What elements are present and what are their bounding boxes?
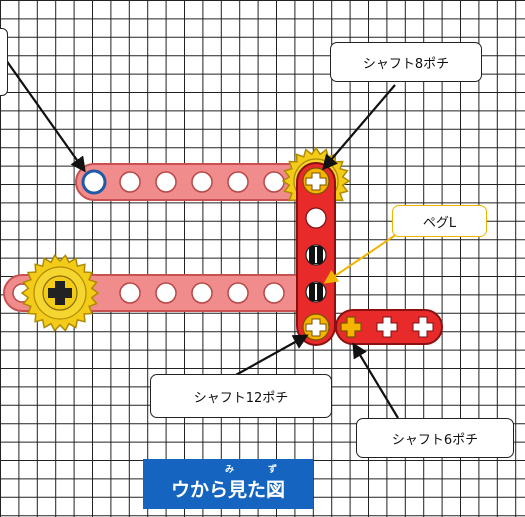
axle-cross-icon	[412, 316, 434, 338]
view-title-banner: み ず ウから見た図	[143, 459, 313, 509]
axle-cross-icon	[376, 316, 398, 338]
axle-cross-icon	[305, 318, 327, 337]
view-title: ウから見た図	[170, 478, 285, 501]
red-horizontal-beam	[335, 309, 443, 345]
ruby-zu: ず	[268, 465, 278, 475]
axle-cross-icon	[340, 316, 362, 338]
label-shaft12: シャフト12ポチ	[150, 374, 332, 418]
red-vertical-beam	[296, 162, 336, 346]
axle-cross-icon	[305, 172, 327, 191]
arrow-peg-l	[323, 231, 401, 284]
label-shaft8: シャフト8ポチ	[330, 42, 482, 82]
ruby-mi: み	[225, 465, 235, 475]
label-peg-l: ペグL	[392, 205, 487, 237]
blue-peg-hole	[81, 169, 107, 195]
axle-cross-icon	[48, 281, 72, 305]
label-shaft6: シャフト6ポチ	[356, 418, 514, 458]
left-bush-gear	[20, 254, 100, 332]
arrow-shaft12	[233, 334, 309, 377]
arrow-shaft6	[352, 342, 399, 419]
arrow-shaft8	[321, 84, 396, 171]
arrow-to-blue-peg	[5, 59, 86, 173]
offscreen-callout-edge	[0, 28, 8, 96]
